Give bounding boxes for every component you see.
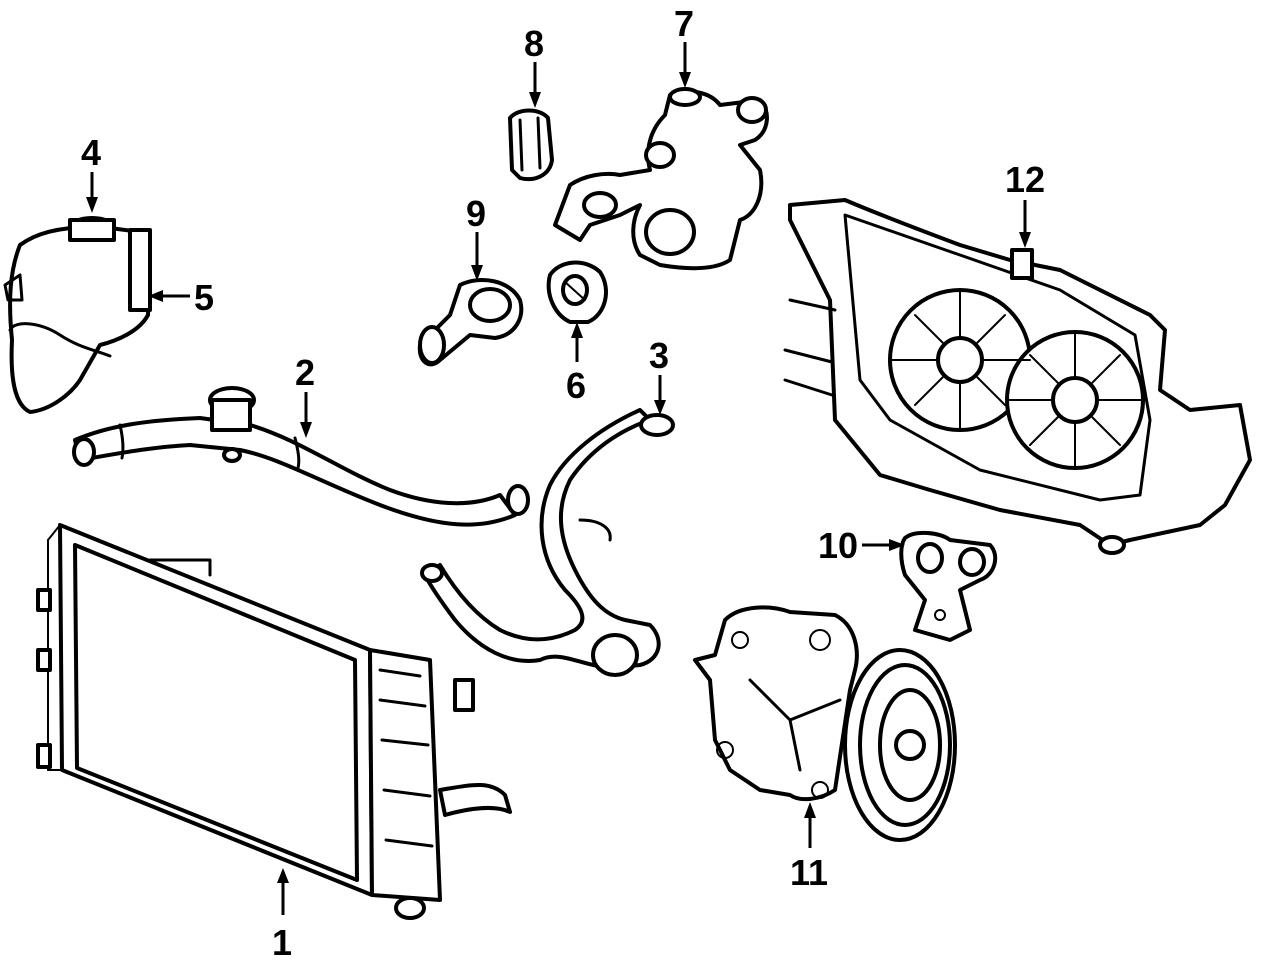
callout-2: 2: [295, 352, 315, 393]
water-pump-gasket-part: [899, 531, 998, 642]
callout-6: 6: [566, 365, 586, 406]
upper-radiator-hose-part: [72, 386, 530, 527]
coolant-reservoir-part: [3, 216, 152, 414]
callout-9: 9: [466, 193, 486, 234]
thermostat-part: [546, 260, 608, 324]
water-pump-part: [693, 605, 957, 842]
radiator-part: [36, 523, 512, 920]
callout-1: 1: [272, 922, 292, 963]
callout-8: 8: [524, 23, 544, 64]
callout-7: 7: [674, 3, 694, 44]
callout-5: 5: [194, 277, 214, 318]
callout-4: 4: [81, 132, 101, 173]
callout-labels: 1 2 3 4 5 6 7 8 9 10 11 12: [81, 3, 1045, 963]
housing-seal-part: [508, 108, 554, 181]
callout-10: 10: [818, 525, 858, 566]
cooling-fan-module-part: [783, 198, 1252, 555]
callout-12: 12: [1005, 159, 1045, 200]
thermostat-housing-part: [553, 87, 769, 271]
callout-3: 3: [649, 335, 669, 376]
lower-radiator-hose-part: [420, 408, 675, 677]
callout-11: 11: [790, 852, 828, 893]
callout-leaders: [86, 42, 1031, 915]
coolant-outlet-part: [417, 278, 524, 367]
